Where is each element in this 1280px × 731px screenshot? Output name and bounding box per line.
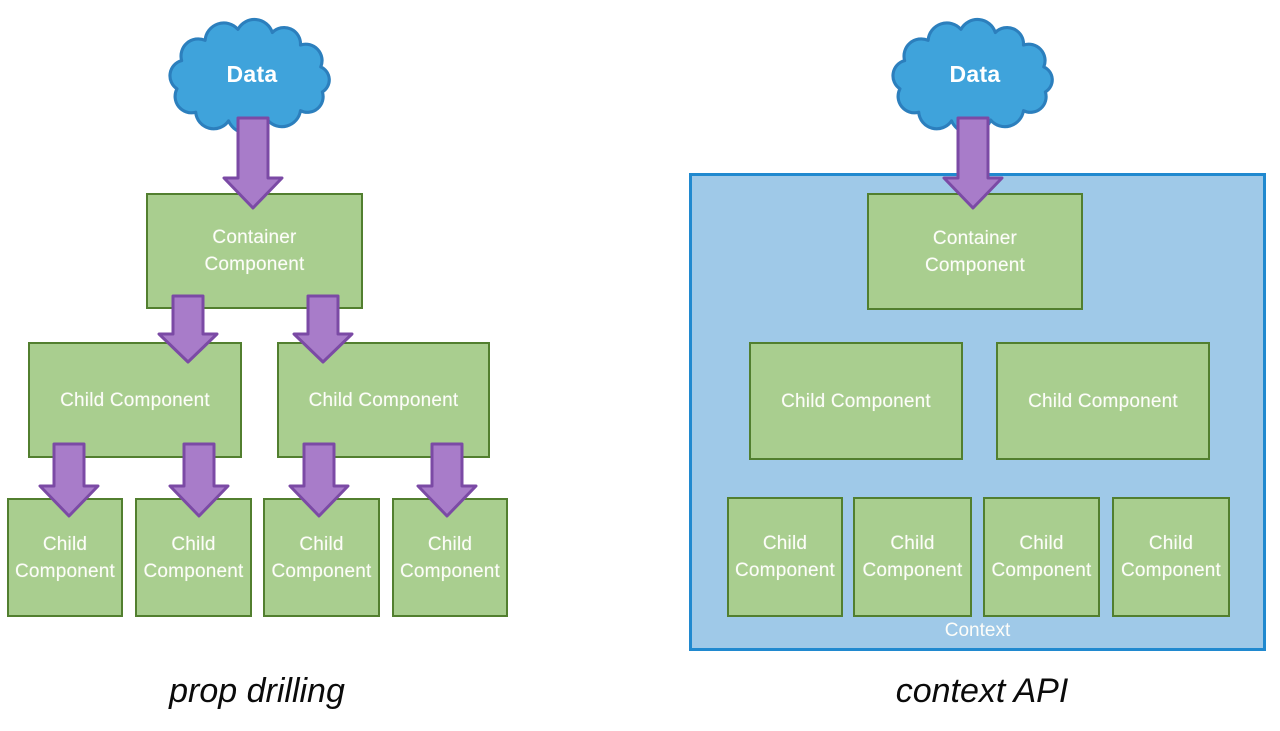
down-arrow-icon [168, 442, 230, 518]
node-label: Child Component [399, 533, 501, 582]
child-component-node: Child Component [727, 497, 843, 617]
node-label: Child Component [143, 533, 244, 582]
diagram-caption: context API [895, 672, 1069, 710]
node-label: Child Component [60, 389, 210, 411]
context-label: Context [944, 620, 1011, 641]
child-component-node: Child Component [263, 498, 380, 617]
cloud-label: Data [949, 61, 1001, 87]
down-arrow-icon [942, 116, 1004, 210]
container-component-node: Container Component [146, 193, 363, 309]
container-component-node: Container Component [867, 193, 1083, 310]
down-arrow-icon [38, 442, 100, 518]
child-component-node: Child Component [392, 498, 508, 617]
diagram-caption: prop drilling [169, 672, 345, 710]
down-arrow-icon [416, 442, 478, 518]
node-label: Child Component [781, 390, 931, 412]
down-arrow-icon [157, 294, 219, 364]
node-label: Child Component [1028, 390, 1178, 412]
child-component-node: Child Component [7, 498, 123, 617]
child-component-node: Child Component [996, 342, 1210, 460]
child-component-node: Child Component [749, 342, 963, 460]
child-component-node: Child Component [277, 342, 490, 458]
node-label: Child Component [734, 533, 836, 581]
child-component-node: Child Component [983, 497, 1100, 617]
node-label: Container Component [204, 227, 305, 275]
down-arrow-icon [222, 116, 284, 210]
node-label: Child Component [991, 533, 1092, 581]
cloud-label: Data [226, 61, 278, 87]
down-arrow-icon [288, 442, 350, 518]
node-label: Child Component [1120, 533, 1222, 581]
child-component-node: Child Component [28, 342, 242, 458]
child-component-node: Child Component [853, 497, 972, 617]
node-label: Child Component [308, 389, 459, 411]
node-label: Child Component [271, 533, 372, 582]
node-label: Container Component [924, 227, 1026, 276]
down-arrow-icon [292, 294, 354, 364]
child-component-node: Child Component [135, 498, 252, 617]
node-label: Child Component [14, 533, 116, 582]
node-label: Child Component [862, 533, 963, 581]
child-component-node: Child Component [1112, 497, 1230, 617]
